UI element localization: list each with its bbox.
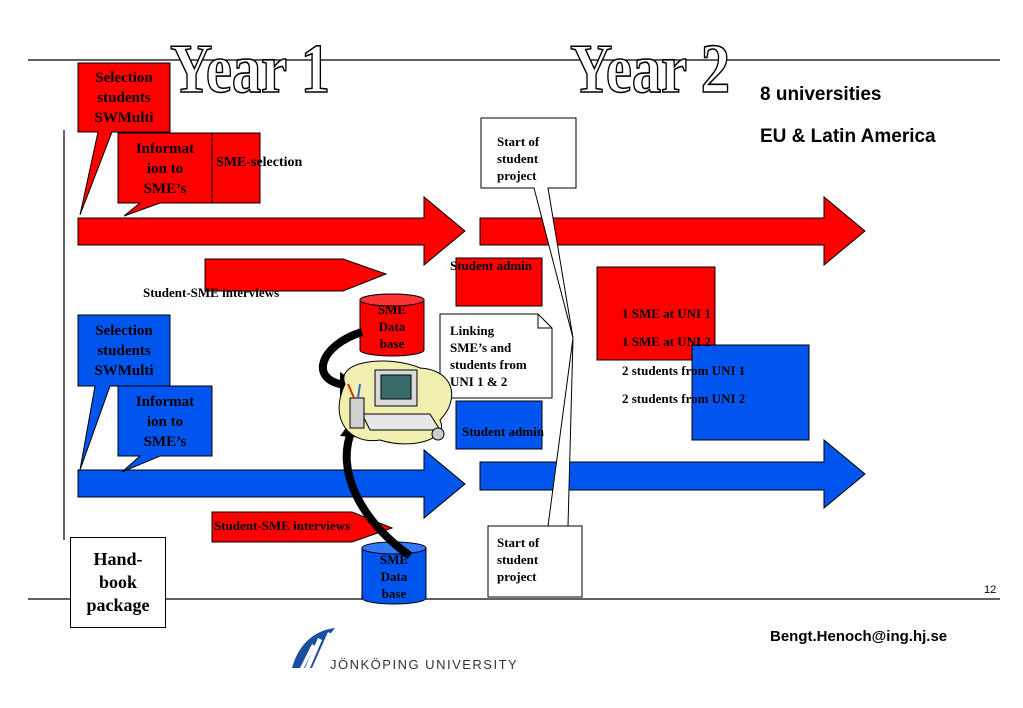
year-1-label: Year 1 xyxy=(170,31,330,108)
red-admin-box xyxy=(455,257,543,307)
university-logo-icon xyxy=(292,628,335,668)
region-text: EU & Latin America xyxy=(760,126,936,147)
curved-arrow-bottom xyxy=(342,428,413,560)
db-top-label: SME Data base xyxy=(377,301,407,351)
blue-information-callout xyxy=(117,385,213,473)
red-admin-label: Student admin xyxy=(450,258,532,273)
blue-admin-box xyxy=(455,400,543,450)
blue-information-label: Informat ion to SME’s xyxy=(135,394,195,450)
curved-arrow-top xyxy=(319,328,364,389)
red-information-label: Informat ion to SME’s xyxy=(135,141,195,197)
blue-arrow-year2 xyxy=(479,438,866,510)
red-arrow-year2 xyxy=(479,195,866,267)
year-2-label: Year 2 xyxy=(570,31,730,108)
blue-interviews-label: Student-SME interviews xyxy=(214,518,351,533)
red-selection-label: Selection students SWMulti xyxy=(94,70,154,126)
blue-admin-label: Student admin xyxy=(462,424,544,439)
computer-icon xyxy=(338,360,453,445)
red-interviews-arrow xyxy=(204,258,388,292)
matching-line-4: 2 students from UNI 2 xyxy=(622,391,746,406)
blue-arrow-year1 xyxy=(77,448,466,520)
blue-interviews-arrow xyxy=(211,511,394,543)
db-bottom-label: SME Data base xyxy=(379,551,409,601)
red-arrow-year1 xyxy=(77,195,466,267)
sme-selection-label: SME-selection xyxy=(216,155,303,170)
start-bottom-label: Start of student project xyxy=(497,535,540,584)
blue-selection-callout xyxy=(77,314,171,471)
email-text: Bengt.Henoch@ing.hj.se xyxy=(770,628,948,645)
handbook-box: Hand- book package xyxy=(70,537,166,628)
university-name: JÖNKÖPING UNIVERSITY xyxy=(330,657,519,672)
start-callout-top xyxy=(480,117,577,339)
db-top xyxy=(359,293,425,357)
matching-blue-box xyxy=(691,344,810,441)
matching-line-1: 1 SME at UNI 1 xyxy=(622,306,711,321)
sme-selection-box xyxy=(211,132,261,204)
matching-line-2: 1 SME at UNI 2 xyxy=(622,334,711,349)
linking-label: Linking SME’s and students from UNI 1 & … xyxy=(450,323,527,389)
blue-selection-label: Selection students SWMulti xyxy=(94,323,154,379)
start-callout-bottom xyxy=(487,337,583,598)
page-number: 12 xyxy=(984,584,997,596)
red-interviews-label: Student-SME interviews xyxy=(143,285,280,300)
universities-text: 8 universities xyxy=(760,84,882,105)
matching-line-3: 2 students from UNI 1 xyxy=(622,363,746,378)
red-selection-callout xyxy=(77,62,171,216)
start-top-label: Start of student project xyxy=(497,134,540,183)
